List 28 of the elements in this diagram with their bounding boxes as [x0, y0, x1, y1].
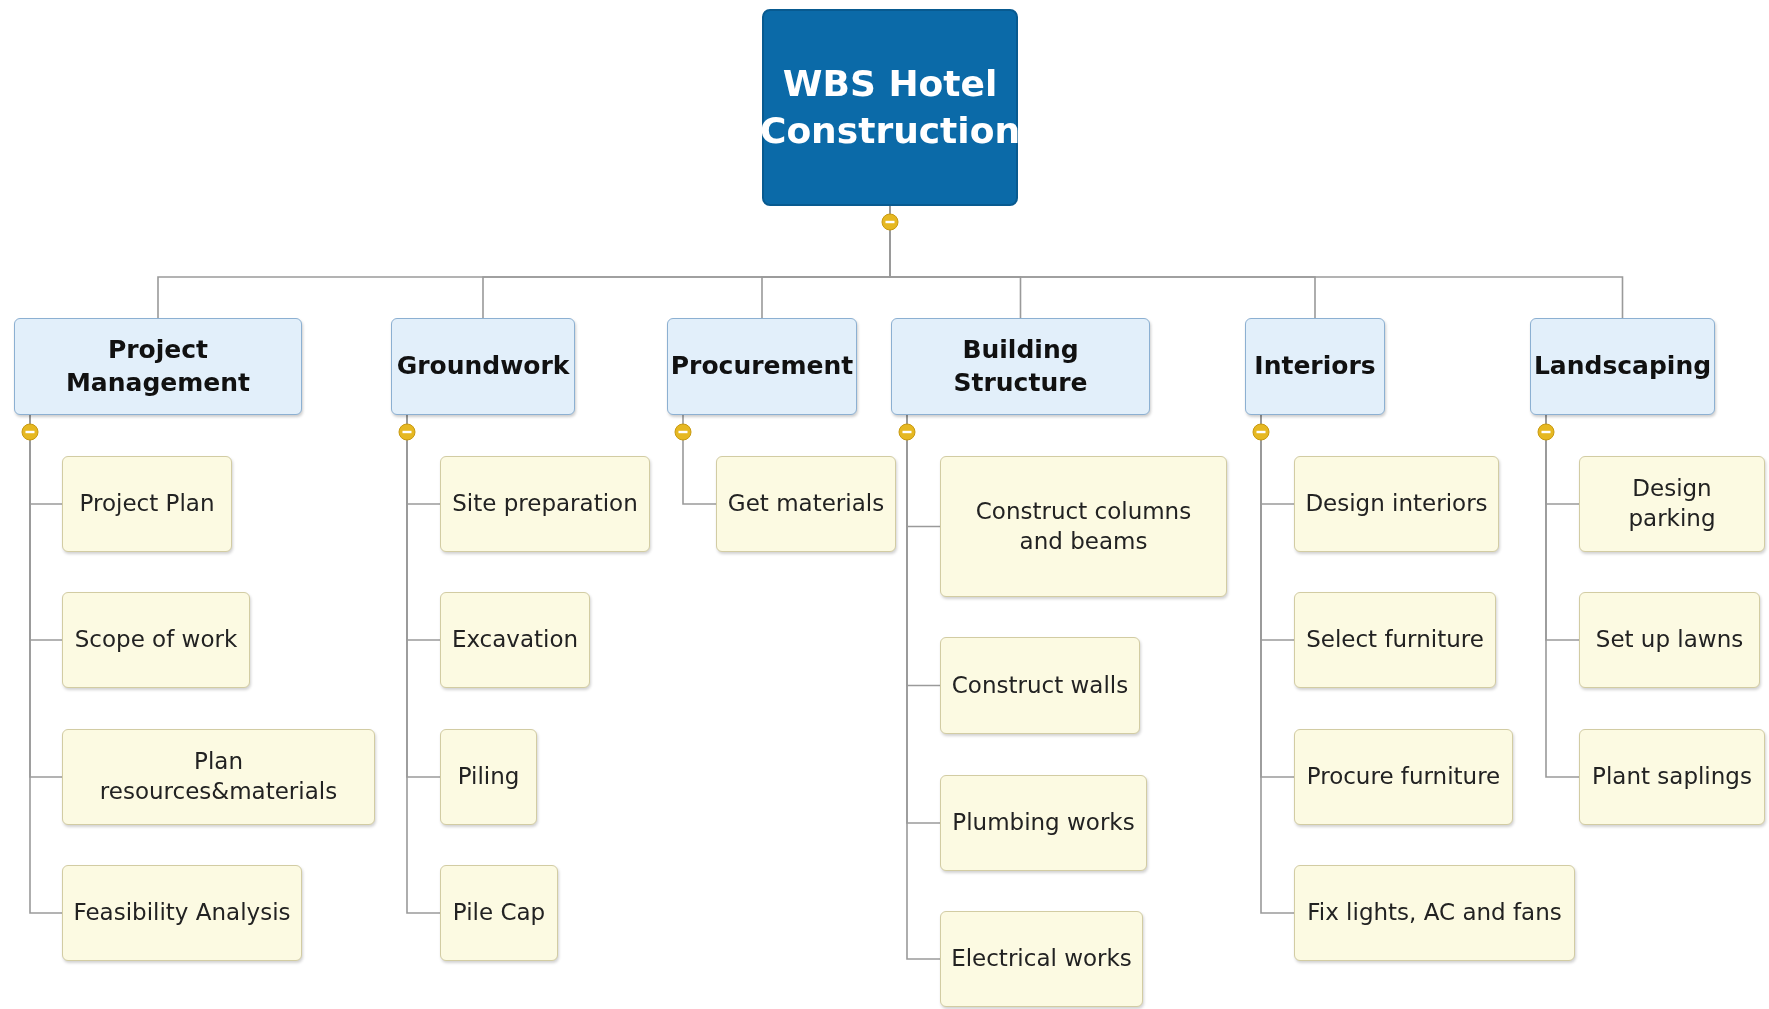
root-node: WBS Hotel Construction: [762, 9, 1018, 206]
task-box: Design interiors: [1294, 456, 1499, 552]
category-box: Procurement: [667, 318, 857, 415]
category-box: Building Structure: [891, 318, 1150, 415]
task-box: Fix lights, AC and fans: [1294, 865, 1575, 961]
task-box: Plumbing works: [940, 775, 1147, 871]
task-box: Set up lawns: [1579, 592, 1760, 688]
task-box: Scope of work: [62, 592, 250, 688]
task-box: Plant saplings: [1579, 729, 1765, 825]
category-box: Interiors: [1245, 318, 1385, 415]
task-box: Construct walls: [940, 637, 1140, 734]
task-box: Excavation: [440, 592, 590, 688]
category-box: Groundwork: [391, 318, 575, 415]
task-box: Procure furniture: [1294, 729, 1513, 825]
task-box: Feasibility Analysis: [62, 865, 302, 961]
task-box: Get materials: [716, 456, 896, 552]
task-box: Electrical works: [940, 911, 1143, 1007]
task-box: Plan resources&materials: [62, 729, 375, 825]
category-box: Project Management: [14, 318, 302, 415]
task-box: Site preparation: [440, 456, 650, 552]
task-box: Piling: [440, 729, 537, 825]
task-box: Project Plan: [62, 456, 232, 552]
task-box: Design parking: [1579, 456, 1765, 552]
task-box: Select furniture: [1294, 592, 1496, 688]
connector-line: [682, 414, 717, 505]
task-box: Construct columns and beams: [940, 456, 1227, 597]
task-box: Pile Cap: [440, 865, 558, 961]
category-box: Landscaping: [1530, 318, 1715, 415]
